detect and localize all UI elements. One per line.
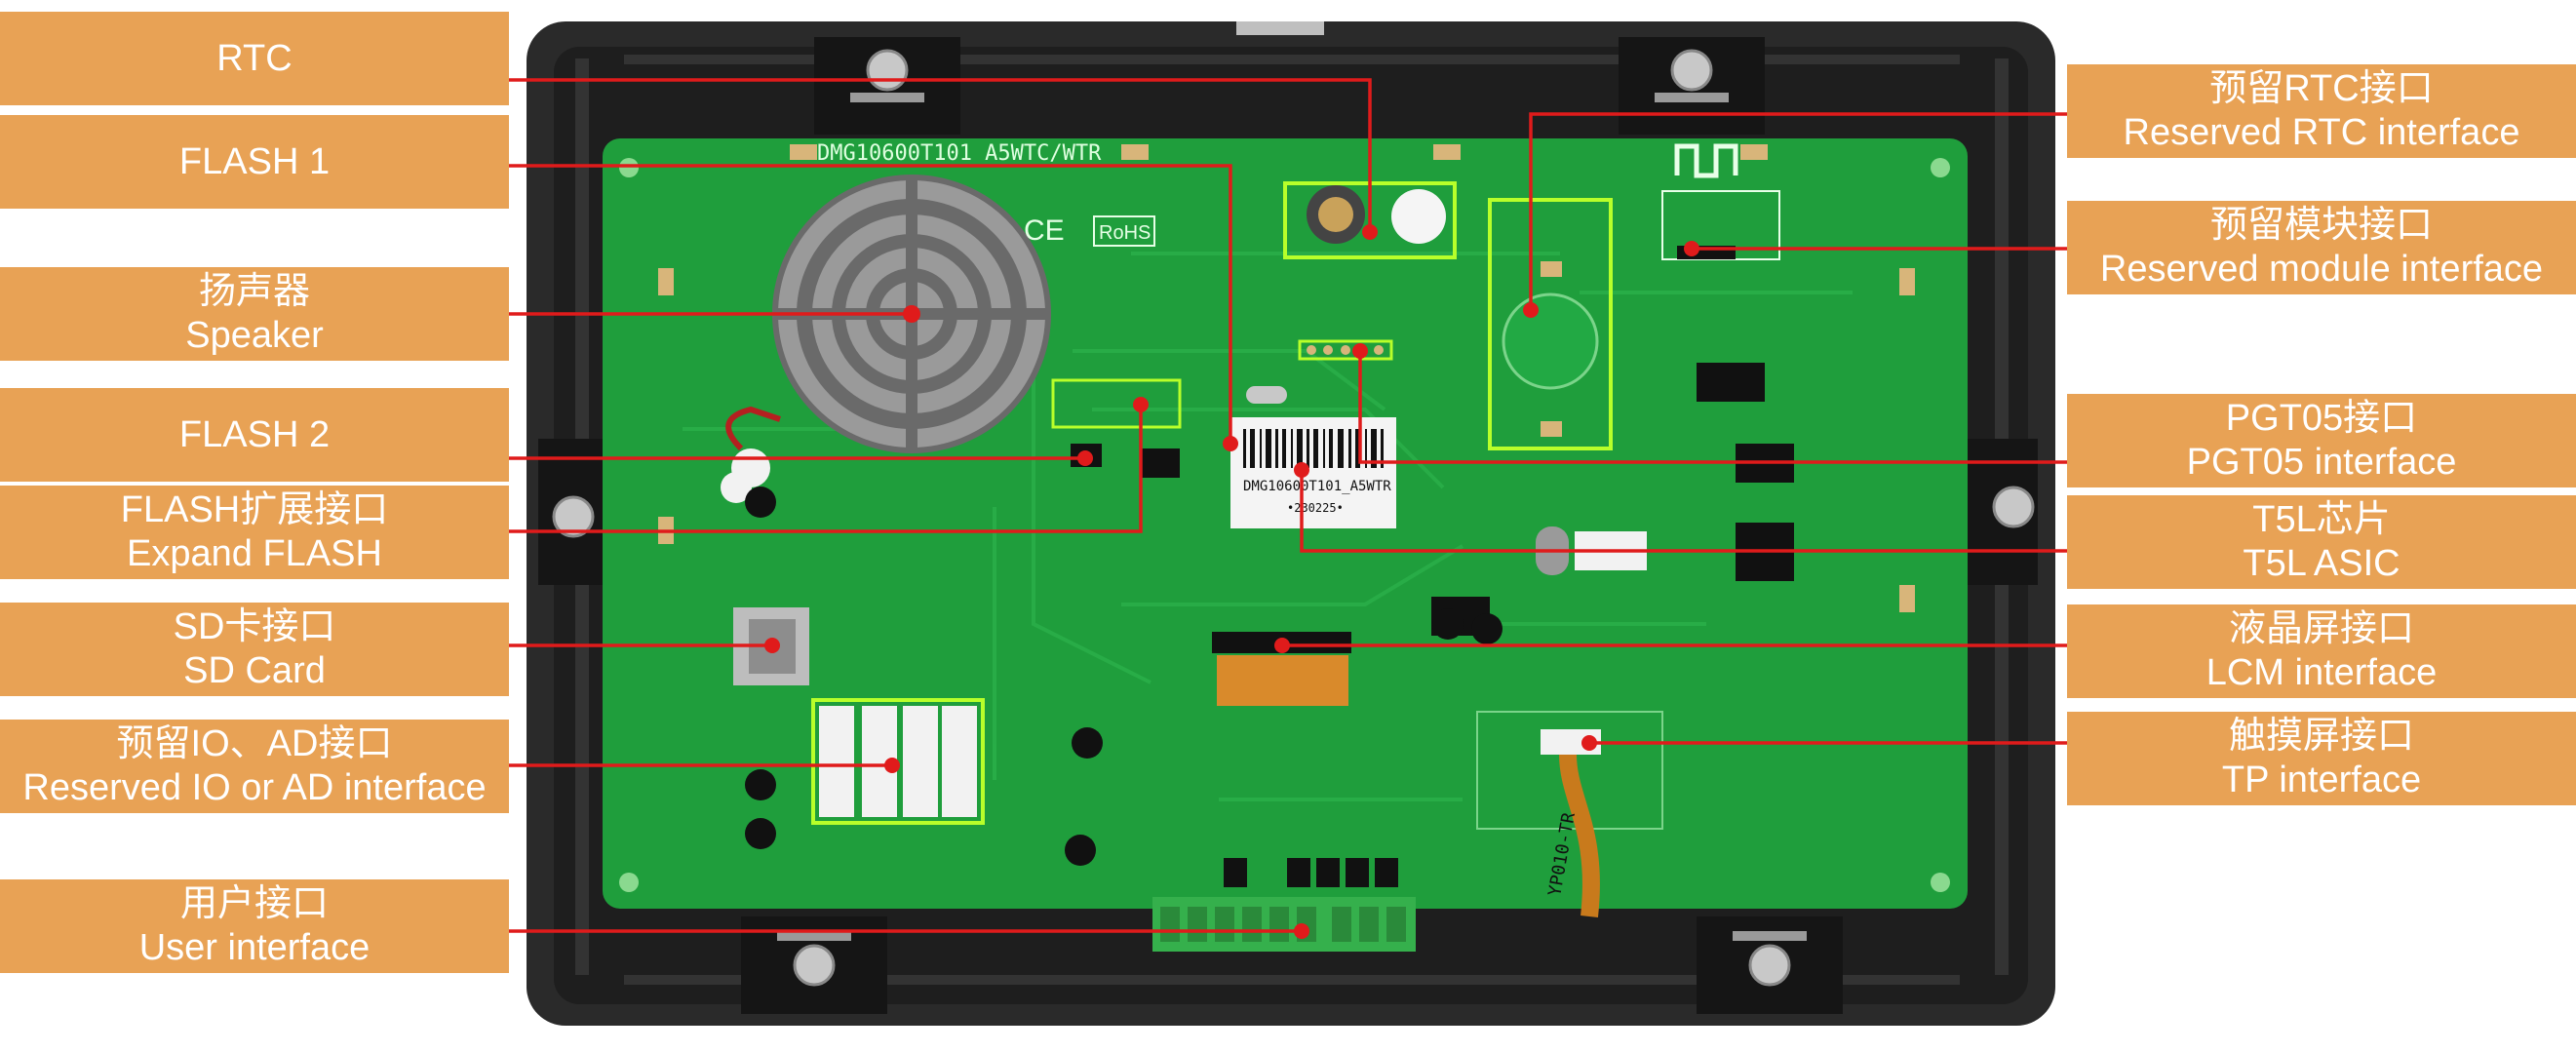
- board-model-silk: DMG10600T101_A5WTC/WTR: [817, 141, 1102, 166]
- leader-lines: [509, 78, 2067, 933]
- label-pgt05-line1: PGT05接口: [2225, 398, 2418, 440]
- label-sd-card-line2: SD Card: [183, 650, 326, 691]
- label-user-interface-line2: User interface: [138, 927, 371, 968]
- label-lcm: 液晶屏接口 LCM interface: [2067, 604, 2576, 698]
- leader-reserved-rtc: [1529, 112, 2067, 310]
- rohs-mark: RoHS: [1099, 222, 1151, 244]
- label-rtc: RTC: [0, 12, 509, 105]
- label-expand-flash-line1: FLASH扩展接口: [120, 489, 389, 531]
- label-expand-flash: FLASH扩展接口 Expand FLASH: [0, 486, 509, 579]
- label-flash1: FLASH 1: [0, 115, 509, 209]
- label-reserved-module-line2: Reserved module interface: [2099, 249, 2544, 290]
- label-lcm-line1: 液晶屏接口: [2228, 608, 2414, 650]
- pgt05-header: [1298, 339, 1393, 361]
- sticker-date: •230225•: [1287, 501, 1344, 515]
- label-flash1-line1: FLASH 1: [178, 140, 331, 182]
- leader-pgt05: [1358, 351, 2067, 464]
- label-lcm-line2: LCM interface: [2205, 652, 2438, 693]
- t5l-sticker: DMG10600T101_A5WTR •230225•: [1230, 417, 1396, 528]
- label-flash2-line1: FLASH 2: [178, 413, 331, 455]
- label-tp: 触摸屏接口 TP interface: [2067, 712, 2576, 805]
- leader-rtc: [509, 78, 1372, 232]
- label-pgt05: PGT05接口 PGT05 interface: [2067, 394, 2576, 487]
- label-flash2: FLASH 2: [0, 388, 509, 482]
- rtc-battery-area: [1283, 181, 1457, 259]
- label-reserved-io: 预留IO、AD接口 Reserved IO or AD interface: [0, 720, 509, 813]
- user-terminal-block: [1152, 858, 1416, 952]
- label-reserved-rtc: 预留RTC接口 Reserved RTC interface: [2067, 64, 2576, 158]
- label-user-interface: 用户接口 User interface: [0, 879, 509, 973]
- leader-dots: [764, 224, 1699, 939]
- label-t5l: T5L芯片 T5L ASIC: [2067, 495, 2576, 589]
- label-reserved-rtc-line2: Reserved RTC interface: [2123, 112, 2520, 153]
- label-speaker: 扬声器 Speaker: [0, 267, 509, 361]
- flash1-expand-box: [1051, 378, 1182, 429]
- reserved-io-area: [811, 698, 985, 825]
- label-tp-line2: TP interface: [2221, 760, 2422, 800]
- label-t5l-line1: T5L芯片: [2252, 499, 2391, 541]
- lcm-connector: [1212, 632, 1351, 706]
- ce-mark: CE: [1024, 214, 1065, 247]
- label-rtc-line1: RTC: [216, 37, 293, 79]
- label-speaker-line1: 扬声器: [198, 271, 310, 313]
- label-pgt05-line2: PGT05 interface: [2186, 442, 2457, 483]
- label-sd-card-line1: SD卡接口: [173, 606, 336, 648]
- label-speaker-line2: Speaker: [185, 315, 324, 356]
- label-reserved-module: 预留模块接口 Reserved module interface: [2067, 201, 2576, 294]
- label-reserved-io-line1: 预留IO、AD接口: [116, 723, 393, 765]
- label-t5l-line2: T5L ASIC: [2243, 543, 2400, 584]
- label-reserved-module-line1: 预留模块接口: [2209, 205, 2433, 247]
- label-user-interface-line1: 用户接口: [179, 883, 329, 925]
- sticker-model: DMG10600T101_A5WTR: [1243, 479, 1391, 494]
- leader-t5l: [1300, 470, 2067, 553]
- label-tp-line1: 触摸屏接口: [2228, 716, 2414, 758]
- reserved-rtc-socket: [1488, 198, 1613, 450]
- label-reserved-io-line2: Reserved IO or AD interface: [22, 767, 487, 808]
- label-sd-card: SD卡接口 SD Card: [0, 603, 509, 696]
- leader-flash1: [509, 164, 1232, 444]
- label-reserved-rtc-line1: 预留RTC接口: [2209, 68, 2434, 110]
- leader-expand-flash: [509, 405, 1143, 533]
- label-expand-flash-line2: Expand FLASH: [127, 533, 382, 574]
